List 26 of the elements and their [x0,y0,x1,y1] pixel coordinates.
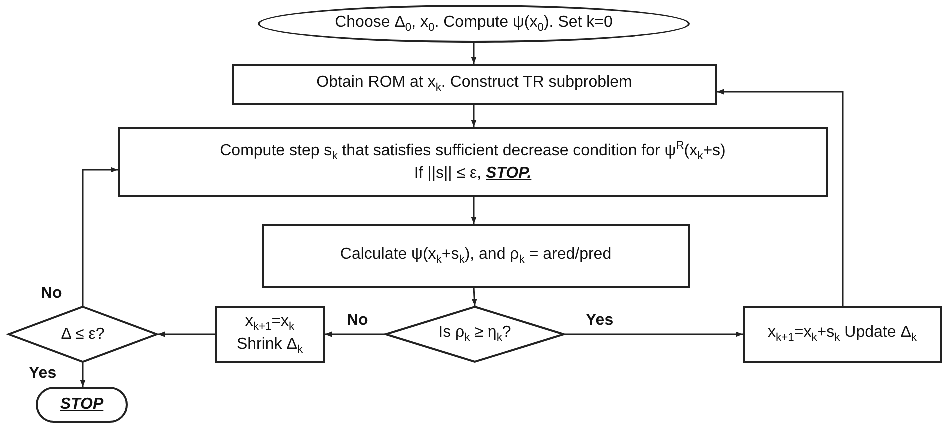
process-box [743,306,942,363]
arrow [82,167,118,306]
arrow [471,43,477,64]
arrow [471,197,477,224]
arrow [472,288,478,306]
step-text: Choose Δ$_{0}$, x$_{0}$. Compute ψ(x$_{0}$). Set k=0 [335,12,613,36]
step-text: x$_{k+1}$=x$_{k}$+s$_{k}$ Update Δ$_{k}$ [768,323,917,346]
decision-text: Is ρ$_{k}$ ≥ η$_{k}$? [438,323,512,346]
step-text: If ||s|| ≤ ε, STOP. [414,164,532,184]
step-text: Obtain ROM at x$_{k}$. Construct TR subproblem [316,73,632,96]
arrow [717,89,844,306]
stop-terminator [36,387,128,423]
process-box [118,127,828,197]
process-box [215,306,325,363]
arrow [158,332,215,338]
arrow [80,363,86,387]
arrow [471,105,477,127]
process-box [262,224,690,288]
step-text: Compute step s$_{k}$ that satisfies sufficient decrease condition for ψ$^{R}$(x$_{k}$+s) [220,140,726,164]
step-text: Calculate ψ(x$_{k}$+s$_{k}$), and ρ$_{k}$ = ared/pred [340,244,612,268]
decision-text: Δ ≤ ε? [61,324,105,344]
process-box [232,64,717,105]
step-text: x$_{k+1}$=x$_{k}$ Shrink Δ$_{k}$ [236,312,304,358]
arrow [565,332,743,338]
step-text: STOP [60,395,104,415]
arrow [325,332,385,338]
